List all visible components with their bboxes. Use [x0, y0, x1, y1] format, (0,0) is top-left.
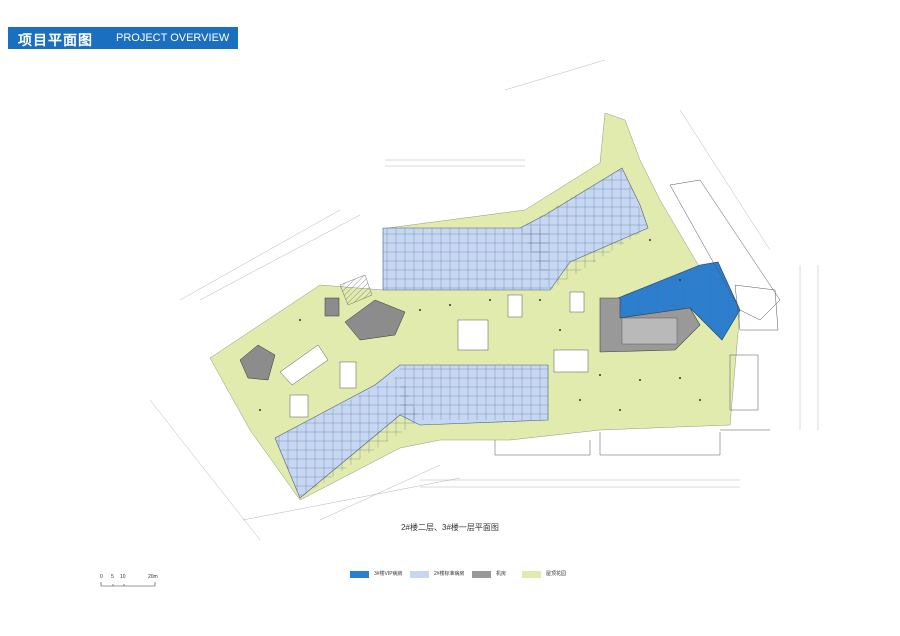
voids: [279, 291, 589, 418]
scale-bar: 0 5 10 20m: [100, 574, 170, 592]
drawing-caption: 2#楼二层、3#楼一层平面图: [401, 523, 499, 532]
scale-bar-graphic: [100, 582, 156, 587]
scale-tick-label: 5: [111, 574, 114, 580]
outer-outlines: [494, 179, 781, 456]
legend-label: 2#楼标准病房: [434, 571, 465, 577]
stair-cores: [239, 297, 406, 381]
legend-swatch: [350, 571, 369, 578]
legend-swatch: [410, 571, 429, 578]
legend-label: 3#楼VIP病房: [374, 571, 403, 577]
header-bar: 项目平面图 PROJECT OVERVIEW: [8, 27, 238, 49]
scale-tick-label: 20m: [148, 574, 158, 580]
legend-swatch: [522, 571, 541, 578]
dimension-lines: [149, 59, 819, 541]
legend-swatch: [472, 571, 491, 578]
scale-tick-label: 10: [120, 574, 126, 580]
scale-tick-label: 0: [100, 574, 103, 580]
legend-label: 屋顶花园: [546, 571, 567, 577]
column-grid: [259, 239, 701, 411]
page-title: 项目平面图: [18, 32, 93, 48]
page-subtitle: PROJECT OVERVIEW: [116, 32, 230, 44]
legend-label: 机房: [496, 571, 507, 577]
